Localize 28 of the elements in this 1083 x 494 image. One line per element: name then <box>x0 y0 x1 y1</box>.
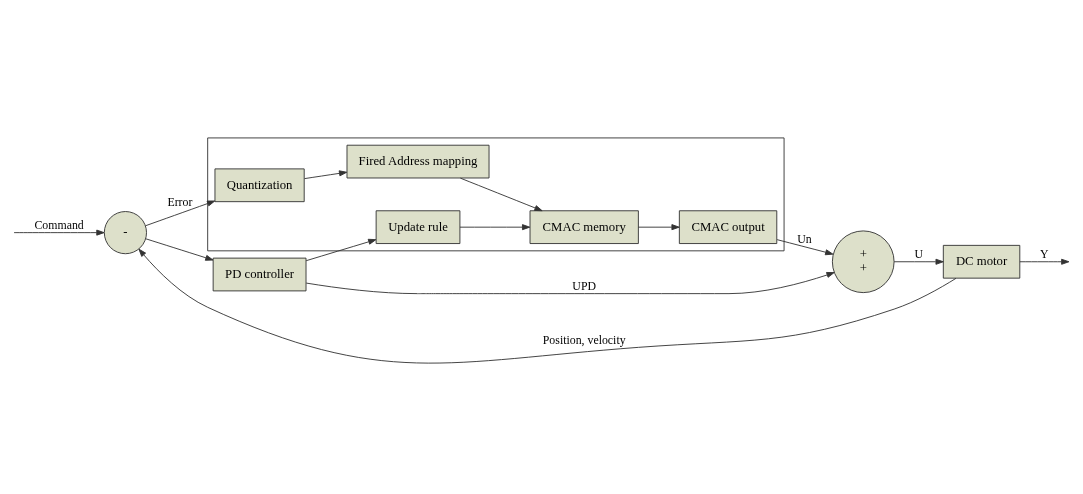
node-box: PD controller <box>212 257 307 292</box>
arrow <box>138 248 957 364</box>
arrow <box>304 170 348 180</box>
arrow <box>459 224 531 231</box>
edge-label: Position, velocity <box>542 333 626 348</box>
node-circle: + + <box>831 230 895 294</box>
node-box: Fired Address mapping <box>346 144 490 179</box>
arrow <box>459 177 543 212</box>
arrow <box>776 239 834 256</box>
edge-label: Y <box>1040 247 1049 262</box>
edge-label: U <box>914 247 923 262</box>
edge-label: Error <box>167 194 193 209</box>
node-box: Update rule <box>375 210 461 244</box>
arrow <box>145 200 216 227</box>
arrow <box>305 238 377 262</box>
edge-label: Command <box>34 218 84 233</box>
node-box: CMAC memory <box>529 210 639 244</box>
arrow <box>145 238 214 261</box>
edge-label: Un <box>797 232 812 247</box>
node-box: CMAC output <box>678 210 778 244</box>
arrow <box>305 272 835 295</box>
edge-label: UPD <box>572 279 597 294</box>
arrow <box>1019 258 1070 265</box>
arrow <box>13 229 105 236</box>
node-box: DC motor <box>942 244 1021 279</box>
node-box: Quantization <box>214 168 305 203</box>
arrow <box>893 258 944 265</box>
arrow <box>637 224 680 231</box>
